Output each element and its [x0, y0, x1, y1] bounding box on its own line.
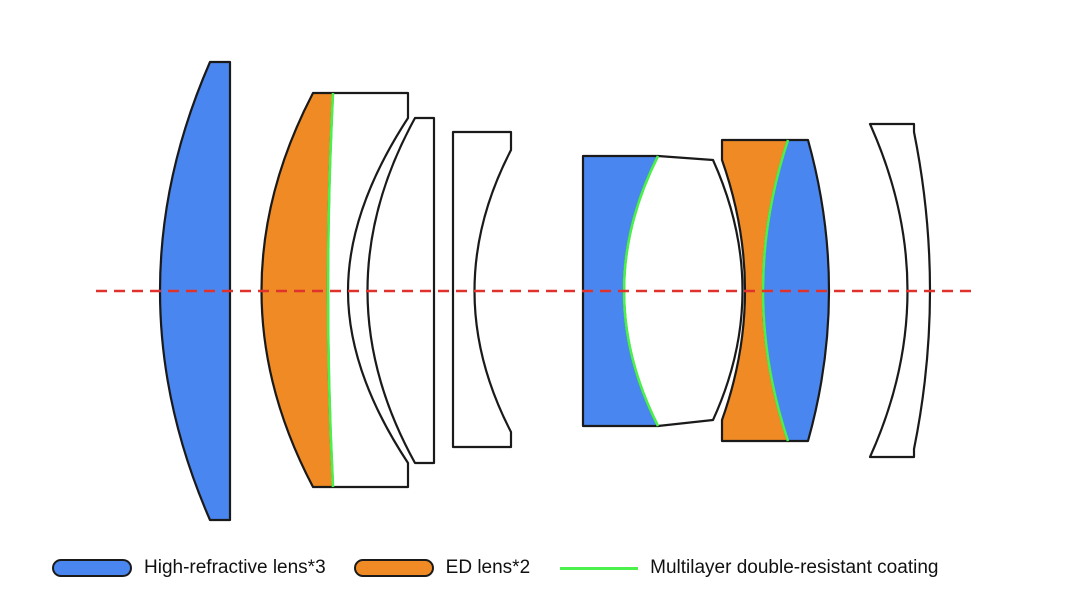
- coating-swatch: [560, 566, 639, 570]
- coating-label: Multilayer double-resistant coating: [650, 557, 939, 578]
- ed-lens-label: ED lens*2: [445, 557, 531, 578]
- lens-5-plain: [451, 130, 513, 449]
- lens-10-plain: [868, 122, 932, 459]
- ed-lens-swatch: [353, 559, 434, 577]
- lens-4-plain: [366, 116, 436, 465]
- coating-line-1: [326, 92, 335, 488]
- lens-diagram: [96, 60, 975, 522]
- legend: High-refractive lens*3 ED lens*2 Multila…: [52, 555, 938, 581]
- high-refractive-swatch: [52, 559, 132, 577]
- high-refractive-label: High-refractive lens*3: [144, 557, 326, 578]
